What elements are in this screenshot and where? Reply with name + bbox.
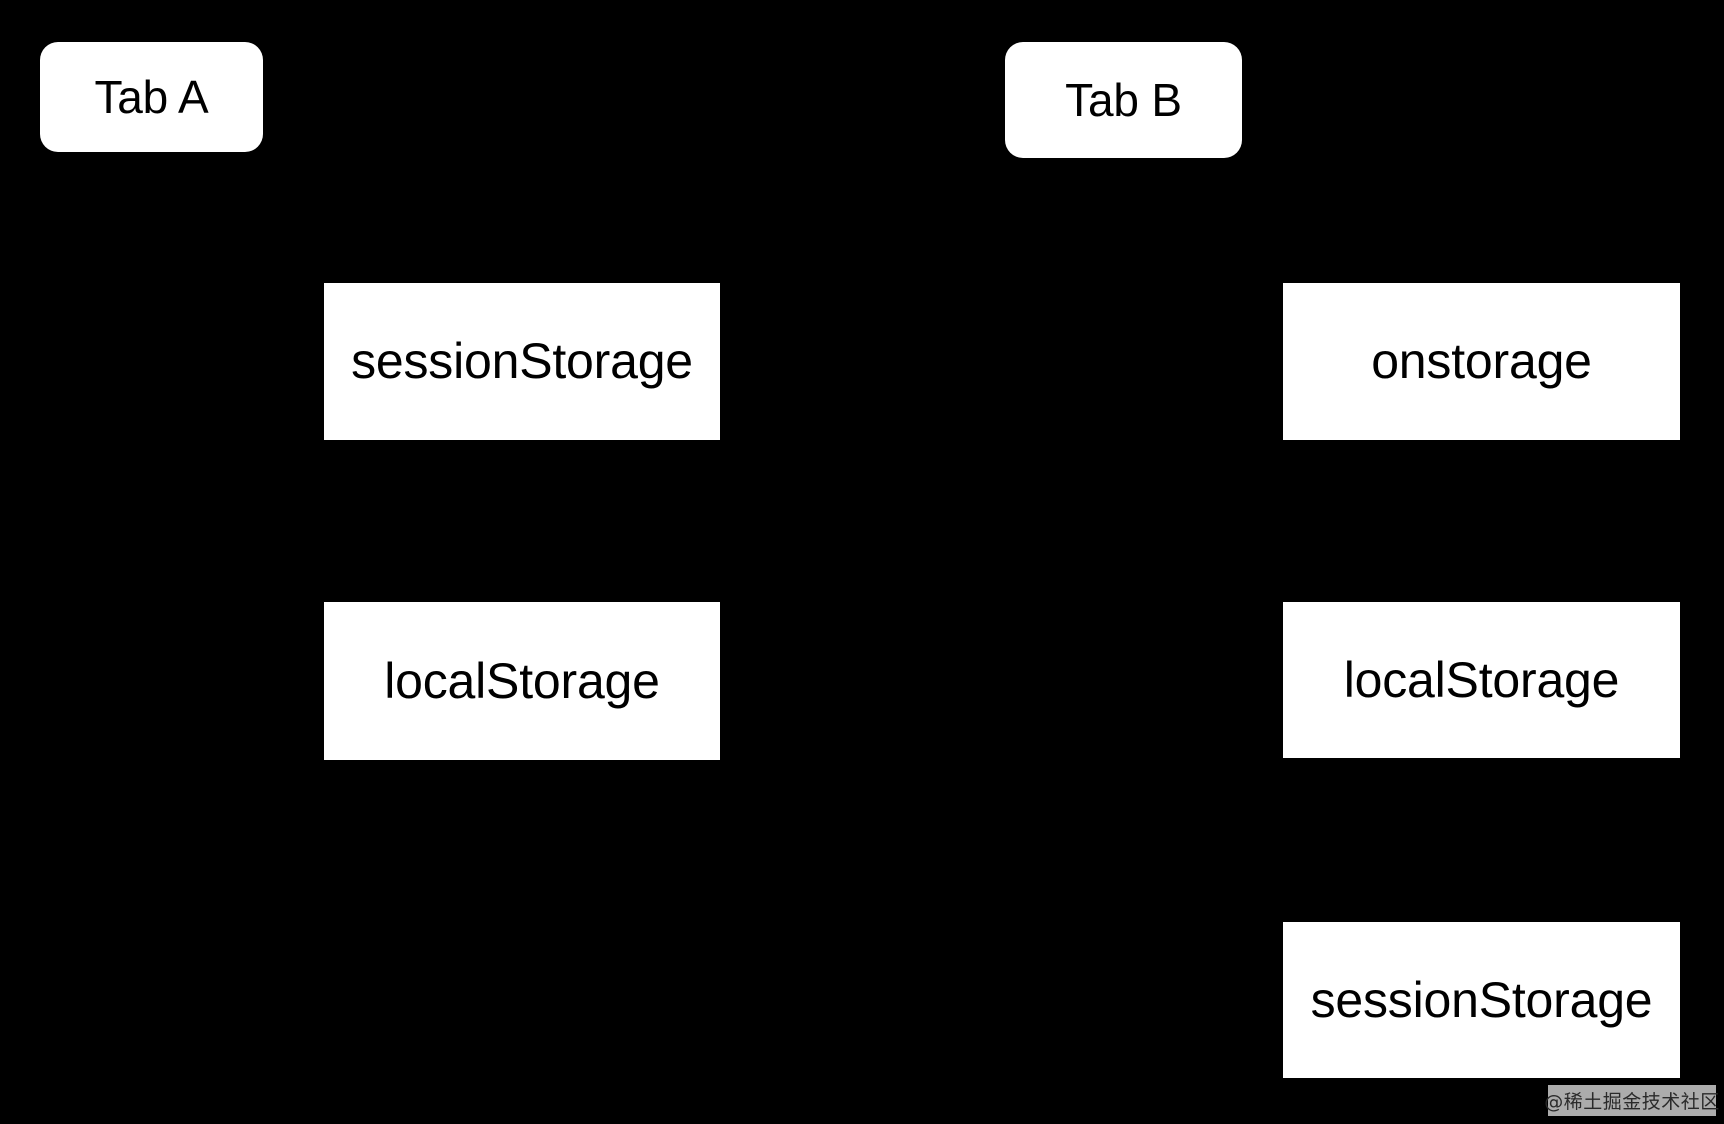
node-tab-a-local-storage[interactable]: localStorage	[324, 602, 720, 760]
node-tab-a-session-storage-label: sessionStorage	[351, 333, 693, 389]
node-tab-b-local-storage-label: localStorage	[1343, 651, 1620, 708]
node-tab-b-local-storage[interactable]: localStorage	[1283, 602, 1680, 758]
watermark: @稀土掘金技术社区	[1544, 1085, 1719, 1116]
node-tab-a[interactable]: Tab A	[40, 42, 263, 152]
node-tab-a-session-storage[interactable]: sessionStorage	[324, 283, 720, 440]
node-tab-b-session-storage[interactable]: sessionStorage	[1283, 922, 1680, 1078]
node-tab-b-session-storage-label: sessionStorage	[1310, 971, 1653, 1028]
node-tab-b-label: Tab B	[1065, 73, 1182, 126]
node-tab-a-label: Tab A	[94, 70, 209, 123]
node-tab-b[interactable]: Tab B	[1005, 42, 1242, 158]
node-tab-b-onstorage[interactable]: onstorage	[1283, 283, 1680, 440]
node-tab-a-local-storage-label: localStorage	[384, 652, 660, 709]
node-tab-b-onstorage-label: onstorage	[1371, 333, 1592, 389]
